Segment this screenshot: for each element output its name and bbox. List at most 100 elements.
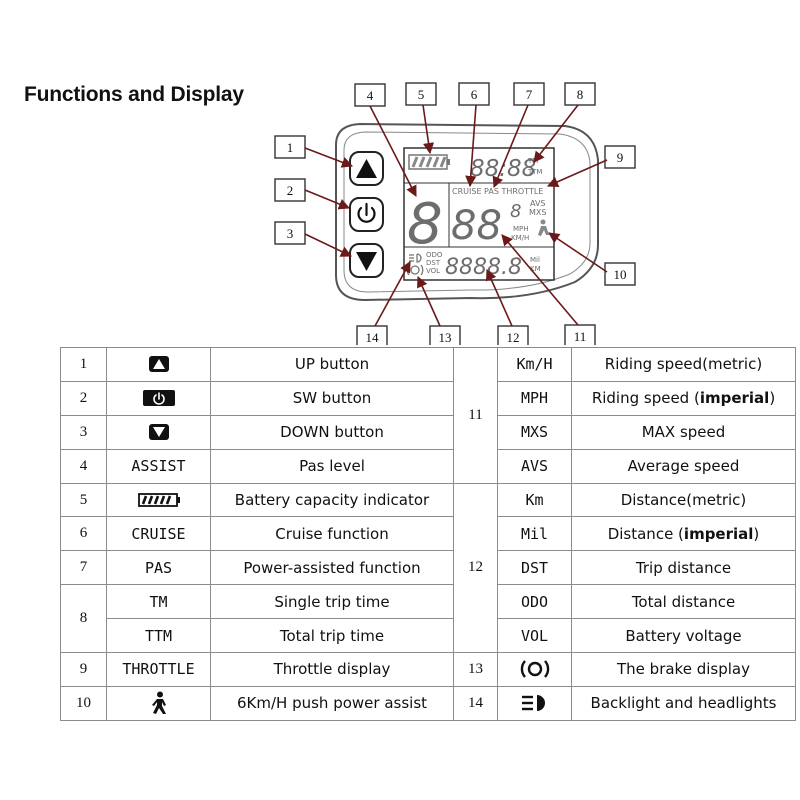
lcd-mode-line: CRUISE PAS THROTTLE: [452, 187, 543, 196]
power-icon: [357, 202, 376, 223]
lcd-kmh: KM/H: [511, 234, 529, 242]
row-description: Riding speed (imperial): [571, 380, 796, 416]
row-number: 8: [60, 584, 107, 654]
walking-person-icon: [151, 691, 166, 715]
row-description: Battery capacity indicator: [210, 482, 454, 518]
brake-icon: [520, 660, 549, 679]
lcd-assist-digit: 8: [407, 192, 443, 257]
row-code: DST: [497, 550, 572, 586]
row-code: TTM: [106, 618, 211, 654]
callout-1: 1: [287, 140, 294, 155]
callout-6: 6: [471, 87, 478, 102]
power-icon: [142, 390, 175, 407]
callout-4: 4: [367, 88, 374, 103]
lcd-odo: ODO: [426, 251, 443, 259]
row-code: MXS: [497, 414, 572, 450]
row-description: Average speed: [571, 448, 796, 484]
lcd-km: KM: [530, 265, 541, 273]
lcd-speed-digits: 88: [451, 203, 502, 249]
row-number: 4: [60, 448, 107, 484]
row-description: Distance (imperial): [571, 516, 796, 552]
row-number: 3: [60, 414, 107, 450]
row-code: PAS: [106, 550, 211, 586]
battery-icon: [137, 493, 180, 507]
down-triangle-icon: [148, 424, 169, 441]
table-row: 3 DOWN button MXS MAX speed: [60, 414, 796, 450]
row-code: AVS: [497, 448, 572, 484]
row-code: Km: [497, 482, 572, 518]
callout-12: 12: [507, 330, 520, 345]
callout-10: 10: [614, 267, 627, 282]
row-description: Single trip time: [210, 584, 454, 620]
row-code: TM: [106, 584, 211, 620]
table-row: 2 SW button MPH Riding speed (imperial): [60, 380, 796, 416]
callout-11: 11: [574, 329, 587, 344]
display-diagram: 88:88 TM TTM CRUISE PAS THROTTLE 8 88 8 …: [274, 82, 636, 345]
callout-3: 3: [287, 226, 294, 241]
row-description: MAX speed: [571, 414, 796, 450]
row-code: ODO: [497, 584, 572, 620]
down-triangle-icon: [356, 252, 377, 271]
table-row: 6 CRUISE Cruise function Mil Distance (i…: [60, 516, 796, 552]
up-triangle-icon: [148, 356, 169, 373]
page-title: Functions and Display: [24, 83, 244, 106]
table-row: 5 Battery capacity indicator 12 Km Dista…: [60, 482, 796, 654]
lcd-walking-person-icon: [538, 219, 549, 236]
row-description: The brake display: [571, 652, 796, 687]
lcd-vol: VOL: [426, 267, 440, 275]
headlight-icon: [521, 695, 545, 712]
functions-table: 1 UP button 11 Km/H Riding speed(metric)…: [60, 347, 796, 721]
row-number: 12: [453, 482, 498, 654]
row-number: 5: [60, 482, 107, 518]
row-code: Mil: [497, 516, 572, 552]
row-code: ASSIST: [106, 448, 211, 484]
row-number: 7: [60, 550, 107, 586]
callout-14: 14: [366, 330, 380, 345]
table-row: 8 TM Single trip time ODO Total distance: [60, 584, 796, 654]
display-housing: [335, 122, 599, 302]
row-description: SW button: [210, 380, 454, 416]
lcd-time: 88:88: [470, 156, 536, 182]
callout-2: 2: [287, 183, 294, 198]
callout-8: 8: [577, 87, 584, 102]
row-description: Riding speed(metric): [571, 347, 796, 382]
lcd-avs: AVS: [530, 199, 546, 208]
row-description: Backlight and headlights: [571, 685, 796, 721]
lcd-dst: DST: [426, 259, 441, 267]
table-row: 4 ASSIST Pas level AVS Average speed: [60, 448, 796, 484]
row-description: UP button: [210, 347, 454, 382]
row-number: 9: [60, 652, 107, 687]
row-number: 11: [453, 347, 498, 484]
row-number: 1: [60, 347, 107, 382]
row-number: 14: [453, 685, 498, 721]
lcd-mxs: MXS: [529, 208, 546, 217]
lcd-distance-digits: 8888.8: [445, 255, 522, 280]
table-row: 10 6Km/H push power assist 14 Backlight …: [60, 685, 796, 721]
table-row: 1 UP button 11 Km/H Riding speed(metric): [60, 347, 796, 484]
table-row: 7 PAS Power-assisted function DST Trip d…: [60, 550, 796, 586]
lcd-mph: MPH: [513, 225, 529, 233]
row-description: Total trip time: [210, 618, 454, 654]
row-description: Battery voltage: [571, 618, 796, 654]
row-description: Cruise function: [210, 516, 454, 552]
callout-9: 9: [617, 150, 624, 165]
callout-7: 7: [526, 87, 533, 102]
row-code: Km/H: [497, 347, 572, 382]
row-code: CRUISE: [106, 516, 211, 552]
row-description: Pas level: [210, 448, 454, 484]
row-description: DOWN button: [210, 414, 454, 450]
lcd-headlight-icon: [409, 253, 422, 263]
row-number: 6: [60, 516, 107, 552]
lcd-mil: Mil: [530, 256, 540, 264]
callout-5: 5: [418, 87, 425, 102]
row-code: THROTTLE: [106, 652, 211, 687]
lcd-speed-small: 8: [510, 201, 521, 222]
lcd-tm: TM: [527, 157, 538, 165]
table-row: 9 THROTTLE Throttle display 13 The brake…: [60, 652, 796, 687]
lcd-battery-icon: [408, 154, 450, 170]
callout-13: 13: [439, 330, 452, 345]
row-code: VOL: [497, 618, 572, 654]
row-description: Total distance: [571, 584, 796, 620]
row-description: 6Km/H push power assist: [210, 685, 454, 721]
table-row: TTM Total trip time VOL Battery voltage: [61, 618, 796, 654]
